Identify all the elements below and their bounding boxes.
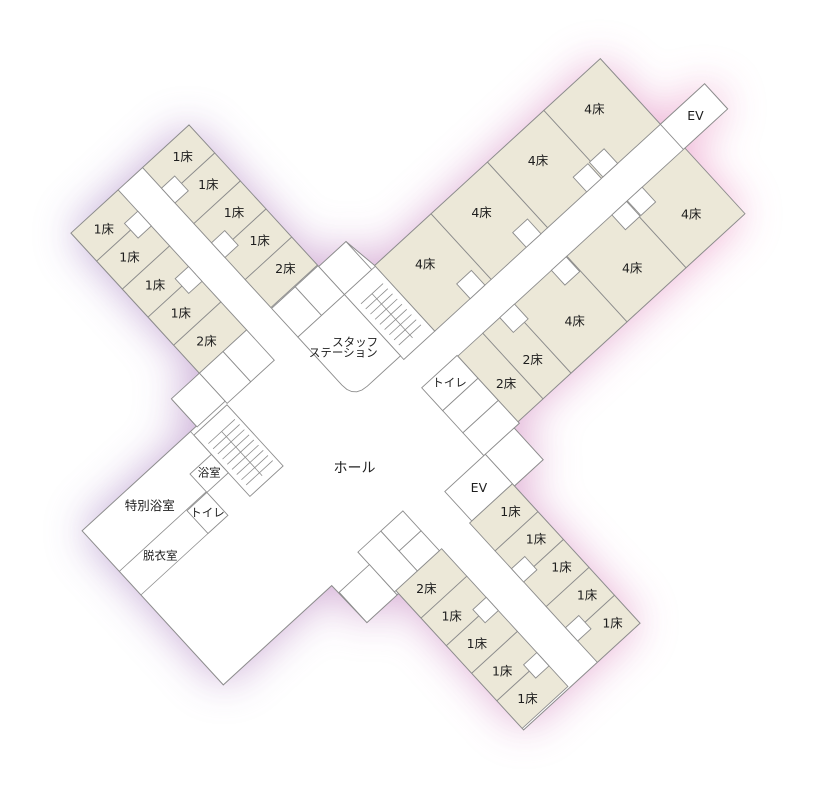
bath-cubicle — [499, 303, 529, 334]
ne-south-room — [625, 147, 746, 269]
stair-divider — [221, 431, 263, 476]
stairs — [193, 404, 284, 498]
room-label: 4床 — [415, 257, 436, 272]
room-label: 4床 — [564, 313, 585, 328]
room-label: 1床 — [602, 615, 623, 630]
changing-room-label: 脱衣室 — [143, 549, 178, 563]
bath-cubicle — [572, 163, 603, 193]
bath-cubicle — [522, 651, 550, 679]
room-label: 1床 — [577, 587, 598, 602]
room-label: 1床 — [172, 149, 193, 164]
utility-room — [338, 563, 398, 624]
room-label: 1床 — [119, 249, 140, 264]
bath-cubicle — [564, 614, 592, 642]
room-label: 2床 — [275, 261, 296, 276]
wall — [190, 431, 212, 455]
room-label: 1床 — [441, 608, 462, 623]
room-label: 1床 — [551, 560, 572, 575]
bath-cubicle — [160, 175, 189, 204]
hall-label: ホール — [334, 460, 376, 476]
elevator-label: EV — [687, 108, 704, 123]
room-label: 4床 — [622, 261, 643, 276]
room-label: 2床 — [496, 376, 517, 391]
room-label: 4床 — [471, 205, 492, 220]
room-label: 1床 — [224, 205, 245, 220]
special-bath-label: 特別浴室 — [125, 498, 175, 513]
room-label: 4床 — [681, 207, 702, 222]
bath-cubicle — [512, 218, 542, 248]
room-label: 4床 — [584, 101, 605, 116]
bath-cubicle — [626, 186, 657, 217]
stair-divider — [371, 293, 413, 339]
wall — [140, 533, 209, 596]
room-label: 2床 — [522, 352, 543, 367]
room-label: 2床 — [416, 581, 437, 596]
room-label: 1床 — [526, 532, 547, 547]
room-label: 1床 — [492, 664, 513, 679]
bath-cubicle — [472, 596, 499, 624]
utility-room — [198, 350, 252, 405]
wall — [118, 491, 207, 572]
room-label: 1床 — [249, 233, 270, 248]
staff-station — [297, 293, 402, 393]
se-east-room — [571, 594, 641, 663]
room-label: 1床 — [171, 305, 192, 320]
toilet-label: トイレ — [190, 505, 225, 519]
stair-step — [360, 283, 384, 305]
room-label: 1床 — [467, 636, 488, 651]
bath-cubicle — [611, 200, 641, 231]
room-label: 1床 — [517, 691, 538, 706]
elevator-label: EV — [471, 480, 488, 495]
bath-cubicle — [123, 210, 152, 239]
se-west-room — [496, 658, 569, 730]
staff-station-label: ステーション — [309, 346, 378, 360]
room-label: 1床 — [94, 221, 115, 236]
bathroom-label: 浴室 — [198, 466, 221, 480]
bath-cubicle — [174, 265, 203, 295]
room-label: 2床 — [196, 333, 217, 348]
room-label: 1床 — [198, 177, 219, 192]
bath-cubicle — [588, 148, 619, 178]
bath-cubicle — [456, 269, 486, 300]
nw-east-room — [244, 236, 319, 309]
bath-cubicle — [510, 555, 538, 583]
staff-station-label: スタッフ — [332, 335, 378, 349]
room-label: 4床 — [528, 153, 549, 168]
toilet-label: トイレ — [432, 376, 467, 390]
room-label: 1床 — [145, 277, 166, 292]
utility-room — [170, 372, 226, 428]
bath-cubicle — [210, 229, 239, 259]
room-label: 1床 — [500, 504, 521, 519]
bath-cubicle — [550, 256, 581, 286]
toilet — [186, 491, 229, 535]
